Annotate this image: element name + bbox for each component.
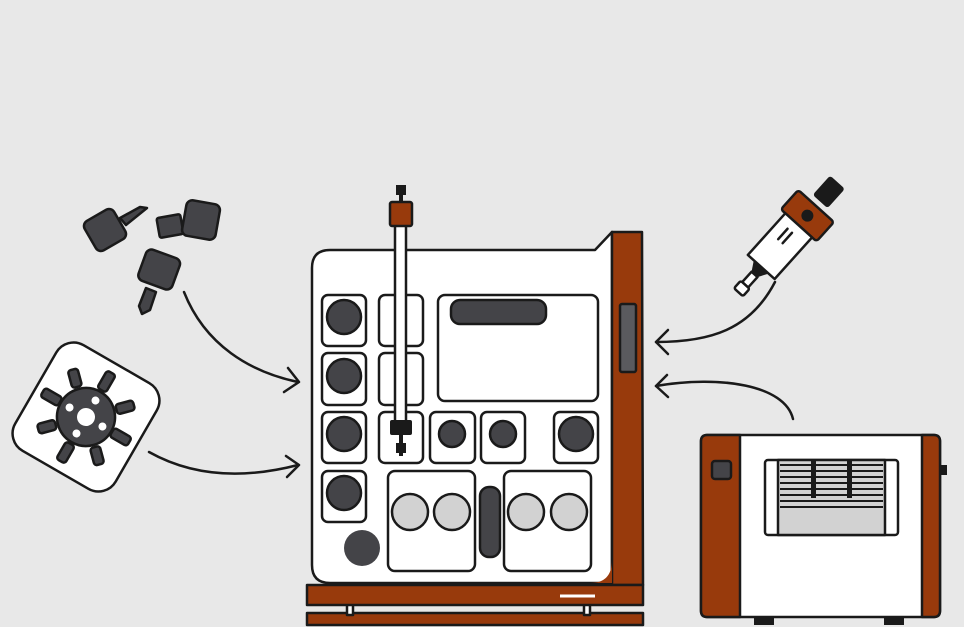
- syringe-filter-icon: [733, 176, 844, 297]
- fraction-collector-icon: [699, 433, 947, 625]
- rotor-plate-icon: [11, 341, 161, 493]
- tubing-fittings-icon: [82, 199, 222, 316]
- arrow-icons: [147, 280, 795, 479]
- chromatography-instrument-icon: [305, 185, 645, 627]
